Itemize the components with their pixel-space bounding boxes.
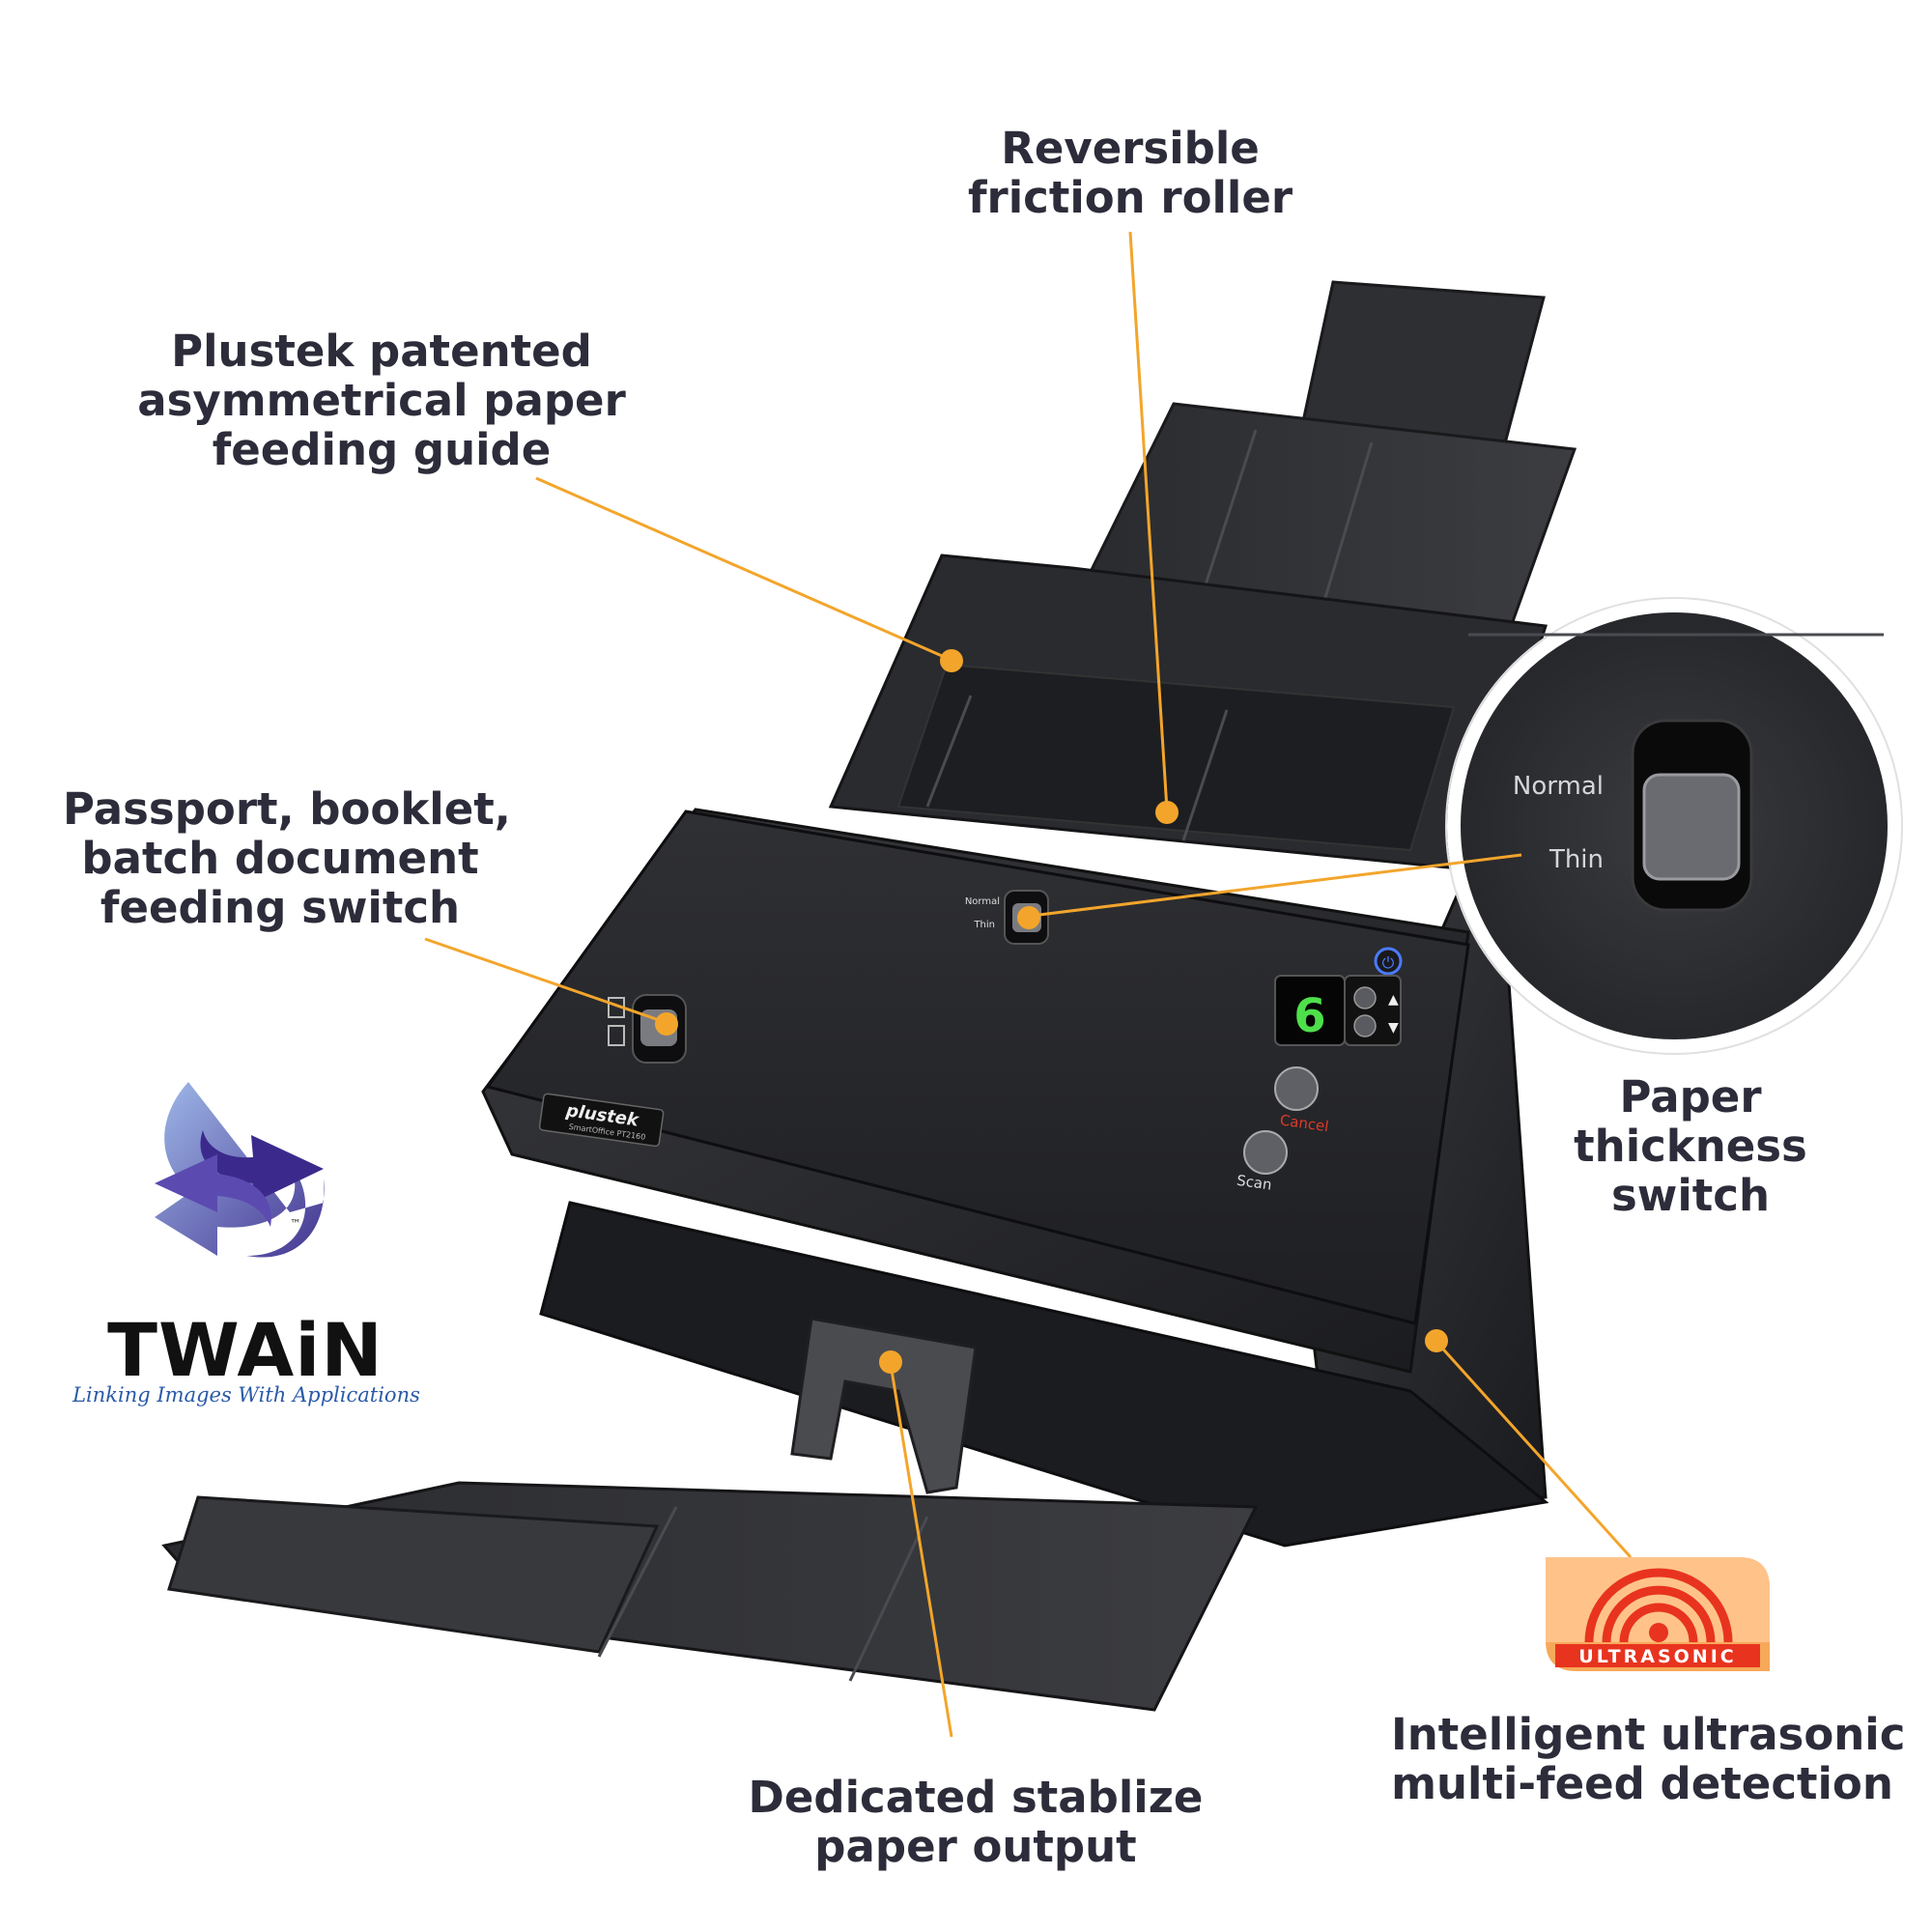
leader-feeding-guide <box>535 476 950 661</box>
brand-plate <box>538 1093 665 1148</box>
callout-line: Paper <box>1619 1071 1762 1122</box>
scanner-illustration: Normal Thin plustek SmartOffice PT2160 ⏻… <box>161 280 1577 1712</box>
dot-feeding-guide <box>940 649 963 672</box>
power-button[interactable] <box>1374 947 1403 976</box>
callout-line: Plustek patented <box>171 326 592 377</box>
output-tray-extension <box>167 1495 660 1654</box>
ultrasonic-waves-icon <box>1584 1568 1733 1643</box>
panel-thin-label: Thin <box>973 920 995 930</box>
callout-line: Passport, booklet, <box>63 783 511 835</box>
callout-paper-output: Dedicated stablize paper output <box>744 1773 1208 1871</box>
feed-icon-batch <box>608 1025 625 1046</box>
callout-line: Reversible <box>1001 123 1260 174</box>
twain-trademark: ™ <box>290 1217 301 1231</box>
ultrasonic-badge-graphic: ULTRASONIC <box>1546 1557 1770 1671</box>
callout-line: multi-feed detection <box>1391 1758 1893 1809</box>
counter-digit: 6 <box>1293 989 1325 1043</box>
leader-thickness-switch <box>1031 853 1522 918</box>
zoom-normal-label: Normal <box>1513 772 1604 801</box>
callout-line: batch document <box>81 833 479 884</box>
callout-ultrasonic: Intelligent ultrasonic multi-feed detect… <box>1391 1709 1906 1809</box>
dot-paper-output <box>879 1350 902 1374</box>
zoom-switch-knob <box>1642 773 1741 881</box>
leader-ultrasonic <box>1435 1341 1633 1559</box>
callout-line: Intelligent ultrasonic <box>1391 1709 1906 1760</box>
scanner-base <box>539 1201 1549 1548</box>
leader-paper-output <box>889 1363 953 1738</box>
dot-feeding-switch <box>655 1012 678 1036</box>
counter-up-button[interactable] <box>1353 986 1377 1009</box>
callout-line: paper output <box>814 1821 1137 1872</box>
callout-leaders <box>424 231 1633 1738</box>
cancel-button[interactable] <box>1274 1066 1319 1111</box>
callout-line: thickness <box>1574 1121 1807 1172</box>
callout-reversible-roller: Reversible friction roller <box>937 124 1323 222</box>
callout-thickness-switch: Paper thickness switch <box>1555 1072 1826 1220</box>
paper-stabilizer-arm <box>790 1317 978 1494</box>
chevron-down-icon: ▼ <box>1388 1020 1399 1036</box>
panel-normal-label: Normal <box>965 896 1000 907</box>
callout-line: switch <box>1610 1170 1770 1221</box>
twain-arrow-icon <box>155 1082 325 1258</box>
leader-feeding-switch <box>424 937 666 1024</box>
counter-down-button[interactable] <box>1353 1014 1377 1037</box>
scan-label: Scan <box>1236 1172 1273 1194</box>
dot-reversible-roller <box>1155 801 1179 824</box>
paper-feed-area <box>896 663 1456 852</box>
chevron-up-icon: ▲ <box>1388 992 1399 1008</box>
power-icon: ⏻ <box>1382 953 1395 972</box>
zoom-thin-label: Thin <box>1548 845 1604 874</box>
callout-feeding-switch: Passport, booklet, batch document feedin… <box>63 783 511 933</box>
thickness-switch-zoom-inset: Normal Thin <box>1445 597 1903 1055</box>
callout-line: Dedicated stablize <box>748 1772 1204 1823</box>
twain-tagline: Linking Images With Applications <box>72 1383 420 1406</box>
callout-line: feeding guide <box>212 424 552 475</box>
scan-button[interactable] <box>1243 1130 1288 1175</box>
callout-feeding-guide: Plustek patented asymmetrical paper feed… <box>135 327 628 474</box>
dot-ultrasonic <box>1425 1329 1448 1352</box>
callout-line: asymmetrical paper <box>137 375 626 426</box>
ultrasonic-label: ULTRASONIC <box>1578 1646 1736 1667</box>
dot-thickness-switch <box>1017 906 1040 929</box>
callout-line: feeding switch <box>99 882 461 933</box>
leader-reversible-roller <box>1128 231 1169 810</box>
twain-wordmark: TWAiN <box>107 1307 384 1393</box>
callout-line: friction roller <box>967 172 1293 223</box>
scanner-front-panel <box>485 810 1470 1325</box>
